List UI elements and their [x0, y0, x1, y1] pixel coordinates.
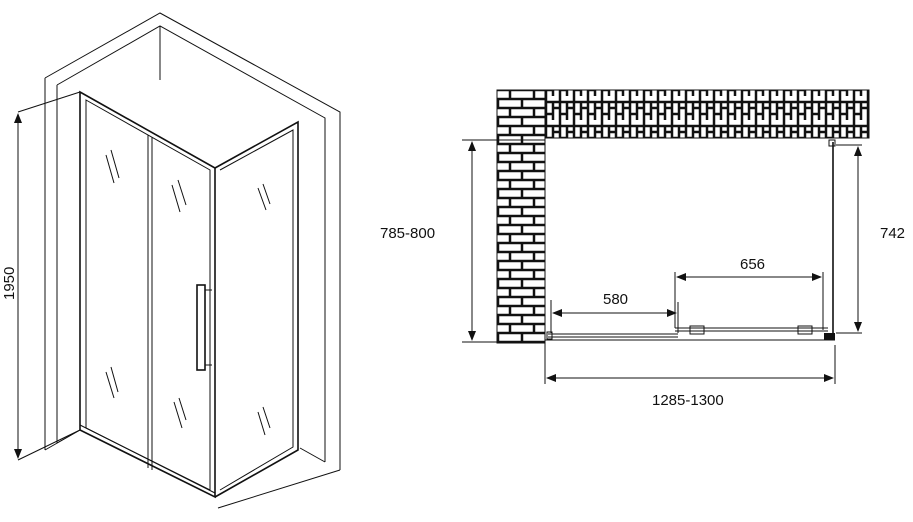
room-walls: [44, 12, 341, 509]
width-label: 1285-1300: [652, 392, 724, 409]
back-wall: [544, 89, 870, 139]
sliding-door-front: [79, 90, 216, 499]
depth-label: 785-800: [380, 225, 435, 242]
side-panel-label: 742: [880, 225, 905, 242]
height-label: 1950: [1, 267, 18, 300]
fixed-panel-dimension: 580: [550, 291, 679, 333]
isometric-view: 1950: [1, 12, 341, 509]
fixed-panel-label: 580: [603, 291, 628, 308]
plan-view: 785-800 742 656 580 1285-1300: [380, 89, 905, 409]
enclosure-plan: [545, 139, 836, 341]
door-handle: [196, 284, 206, 371]
left-wall: [496, 89, 546, 344]
door-opening-dimension: 656: [674, 256, 824, 330]
side-panel-dimension: 742: [836, 144, 905, 334]
width-dimension: 1285-1300: [544, 343, 836, 409]
side-panel: [214, 120, 299, 498]
door-opening-label: 656: [740, 256, 765, 273]
depth-dimension: 785-800: [380, 139, 545, 343]
height-dimension: 1950: [1, 91, 81, 461]
